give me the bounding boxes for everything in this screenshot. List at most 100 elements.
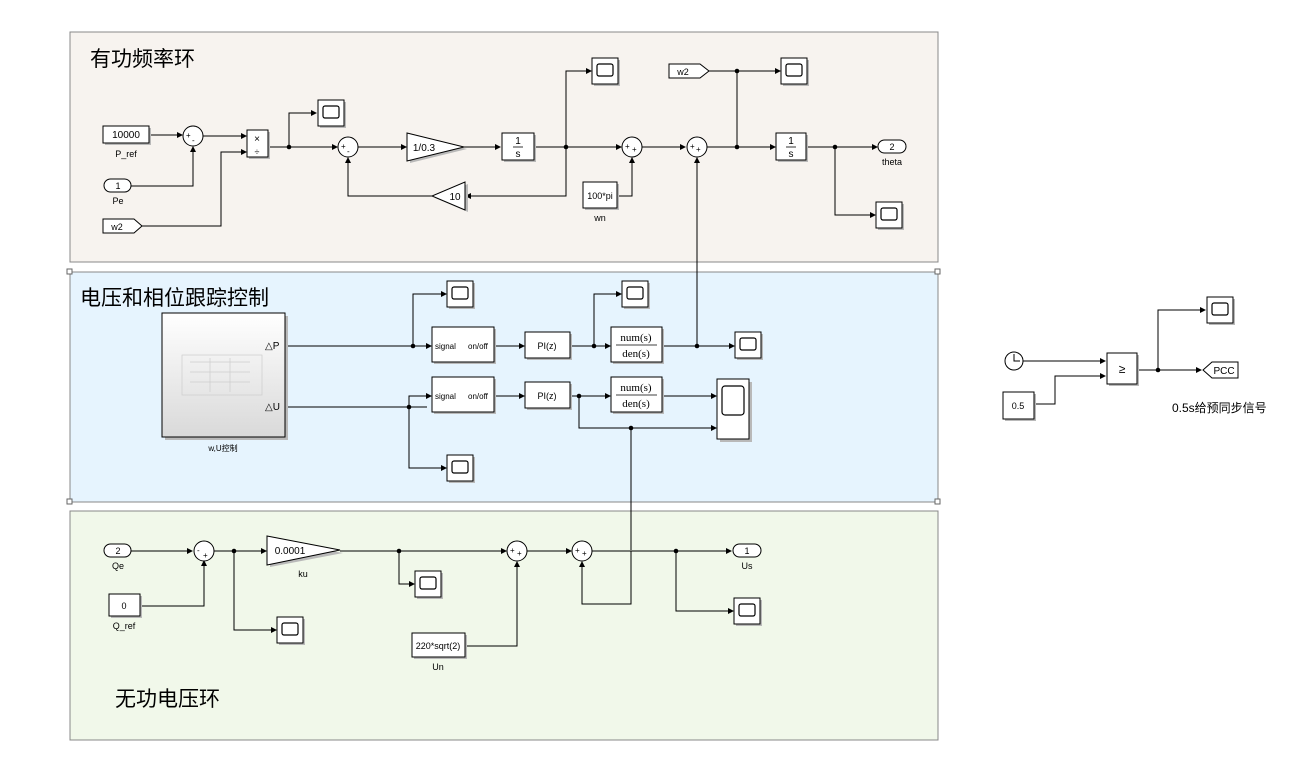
svg-text:10000: 10000 [112, 130, 140, 141]
svg-text:+: + [690, 142, 695, 151]
pi-controller-u[interactable]: PI(z) [524, 381, 572, 410]
svg-text:10: 10 [449, 192, 461, 203]
pcc-annotation: 0.5s给预同步信号 [1172, 401, 1267, 415]
area-selection-handles [66, 268, 941, 505]
us-outport[interactable]: 1 Us [732, 543, 762, 571]
svg-text:+: + [696, 145, 701, 154]
svg-text:0.0001: 0.0001 [275, 546, 306, 557]
svg-text:signal: signal [435, 342, 456, 351]
svg-text:Us: Us [742, 561, 753, 571]
svg-text:+: + [575, 546, 580, 555]
tracking-junctions [406, 343, 700, 431]
svg-text:△P: △P [265, 341, 280, 352]
svg-text:PI(z): PI(z) [538, 391, 557, 401]
integrator-1[interactable]: 1 s [501, 132, 536, 162]
svg-text:den(s): den(s) [622, 398, 650, 410]
transfer-fcn-p[interactable]: num(s) den(s) [610, 326, 664, 364]
svg-text:220*sqrt(2): 220*sqrt(2) [416, 641, 461, 651]
scope-theta[interactable] [875, 201, 905, 231]
transfer-fcn-u[interactable]: num(s) den(s) [610, 376, 664, 414]
switch-p[interactable]: signal on/off [431, 326, 496, 364]
un-constant[interactable]: 220*sqrt(2) Un [411, 632, 467, 672]
qe-inport[interactable]: 2 Qe [103, 543, 132, 571]
integrator-2[interactable]: 1 s [775, 132, 808, 162]
scope-us[interactable] [733, 597, 763, 627]
svg-text:+: + [625, 142, 630, 151]
svg-text:den(s): den(s) [622, 348, 650, 360]
pcc-goto-tag[interactable]: PCC [1202, 361, 1239, 379]
svg-text:-: - [192, 136, 195, 145]
svg-text:×: × [254, 134, 260, 145]
svg-text:△U: △U [265, 402, 280, 413]
scope-pcc[interactable] [1206, 296, 1236, 326]
svg-text:1: 1 [744, 546, 749, 556]
svg-text:num(s): num(s) [620, 332, 652, 344]
svg-text:+: + [186, 131, 191, 140]
scope-tf-p[interactable] [734, 331, 764, 361]
gain-inertia[interactable]: 1/0.3 [406, 132, 467, 163]
svg-text:2: 2 [889, 142, 894, 152]
theta-outport[interactable]: 2 theta [877, 139, 907, 167]
scope-integrator[interactable] [591, 57, 621, 87]
svg-text:+: + [341, 142, 346, 151]
subsystem-preview-icon [181, 354, 263, 396]
gain-ku[interactable]: 0.0001 ku [266, 535, 343, 579]
svg-text:1/0.3: 1/0.3 [413, 143, 436, 154]
svg-text:Qe: Qe [112, 561, 124, 571]
sum-nominal-freq[interactable]: + + [621, 136, 643, 158]
sum-us[interactable]: + + [571, 540, 593, 562]
svg-text:theta: theta [882, 157, 902, 167]
sum-theta[interactable]: + + [686, 136, 708, 158]
area-title-reactive: 无功电压环 [115, 687, 220, 711]
svg-text:≥: ≥ [1119, 362, 1126, 376]
area-title-active: 有功频率环 [90, 47, 195, 71]
p-ref-constant[interactable]: 10000 P_ref [102, 125, 151, 159]
svg-text:ku: ku [298, 569, 308, 579]
w2-from-tag[interactable]: w2 [102, 218, 143, 234]
svg-text:1: 1 [115, 181, 120, 191]
svg-text:w,U控制: w,U控制 [207, 443, 237, 453]
svg-text:+: + [203, 551, 208, 560]
svg-text:+: + [582, 549, 587, 558]
scope-pi-p[interactable] [621, 280, 651, 310]
svg-text:PCC: PCC [1213, 366, 1234, 377]
svg-text:1: 1 [515, 136, 521, 147]
scope-delta-p[interactable] [446, 280, 476, 310]
scope-ku[interactable] [414, 570, 444, 600]
scope-delta-u[interactable] [446, 454, 476, 484]
scope-q-error[interactable] [276, 616, 306, 646]
w2-goto-tag[interactable]: w2 [668, 63, 710, 79]
svg-text:on/off: on/off [468, 342, 489, 351]
pe-inport[interactable]: 1 Pe [103, 178, 132, 206]
tracking-wires [286, 291, 735, 550]
sum-power-error[interactable]: + - [182, 125, 204, 147]
svg-text:+: + [632, 145, 637, 154]
product-divide-block[interactable]: × ÷ [246, 129, 270, 159]
wu-control-subsystem[interactable]: △P △U w,U控制 [161, 312, 288, 453]
svg-text:-: - [197, 546, 200, 555]
svg-text:2: 2 [115, 546, 120, 556]
active-loop-wires [131, 68, 878, 346]
const-05[interactable]: 0.5 [1002, 391, 1036, 421]
clock-icon[interactable] [1004, 351, 1024, 371]
pi-controller-p[interactable]: PI(z) [524, 331, 572, 360]
scope-w2[interactable] [780, 57, 810, 87]
scope-product[interactable] [317, 99, 347, 129]
relational-operator[interactable]: ≥ [1106, 352, 1139, 386]
svg-text:÷: ÷ [255, 147, 260, 157]
wn-constant[interactable]: 100*pi wn [582, 181, 619, 223]
pcc-wires [1023, 307, 1206, 405]
svg-text:Pe: Pe [112, 196, 123, 206]
q-ref-constant[interactable]: 0 Q_ref [108, 593, 142, 631]
area-reactive-power[interactable] [69, 510, 939, 741]
svg-text:-: - [347, 147, 350, 156]
sum-nominal-voltage[interactable]: + + [506, 540, 528, 562]
sum-reactive-error[interactable]: - + [193, 540, 215, 562]
reactive-wires [131, 548, 734, 647]
scope-two-input[interactable] [716, 378, 752, 442]
switch-u[interactable]: signal on/off [431, 376, 496, 414]
gain-damping[interactable]: 10 [430, 181, 468, 212]
svg-text:w2: w2 [676, 67, 689, 77]
active-loop-junctions [286, 68, 838, 150]
sum-w-error[interactable]: + - [337, 136, 359, 158]
